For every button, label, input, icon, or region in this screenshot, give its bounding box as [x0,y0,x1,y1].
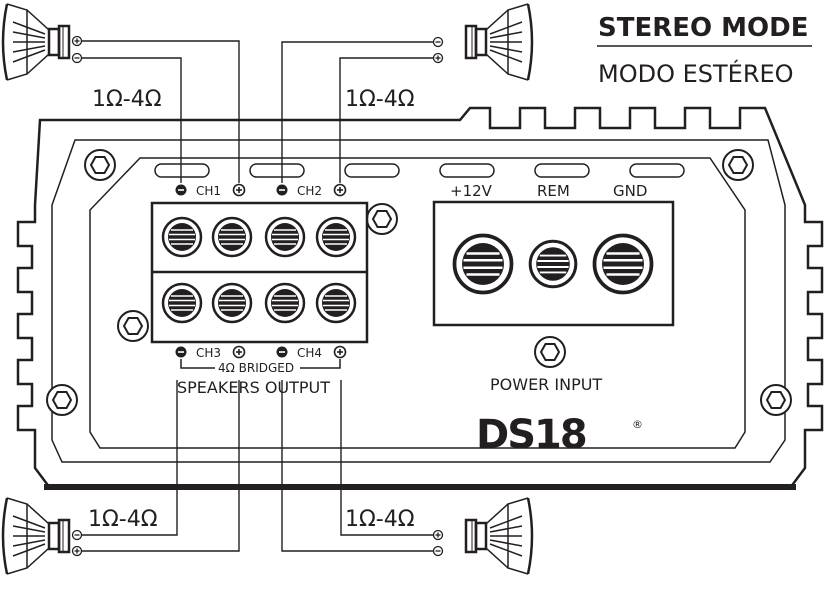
minus-terminal-icon [275,345,289,359]
channel-label-ch2: CH2 [297,184,322,198]
screw-terminal-icon [211,216,253,258]
speaker-wires [82,40,433,552]
bolt-icon [117,310,149,342]
speaker-icon [1,496,71,576]
amplifier-base [44,484,796,490]
channel-label-ch1: CH1 [196,184,221,198]
screw-terminal-icon [211,282,253,324]
page-subtitle: MODO ESTÉREO [598,59,794,88]
plus-terminal-icon [333,345,347,359]
registered-mark: ® [632,418,643,431]
minus-terminal-icon [275,183,289,197]
plus-terminal-icon [71,35,83,47]
speakers-output-label: SPEAKERS OUTPUT [177,378,330,397]
minus-terminal-icon [71,529,83,541]
minus-terminal-icon [174,345,188,359]
screw-terminal-icon [264,282,306,324]
speaker-icon [464,2,534,82]
plus-terminal-icon [333,183,347,197]
speaker-icon [1,2,71,82]
bridged-bracket [180,359,341,369]
impedance-label-top-left: 1Ω-4Ω [92,87,162,112]
impedance-label-bottom-right: 1Ω-4Ω [345,507,415,532]
bolt-icon [46,384,78,416]
brand-logo-text: DS18 [476,412,586,458]
power-label-rem: REM [537,182,570,200]
power-terminals [452,233,654,295]
plus-terminal-icon [432,52,444,64]
screw-terminal-icon [161,216,203,258]
plus-terminal-icon [432,529,444,541]
amplifier-front-panel [89,157,746,449]
amplifier-body [16,106,824,490]
speaker-icon [464,496,534,576]
screw-terminal-icon [264,216,306,258]
power-label-gnd: GND [613,182,647,200]
plus-terminal-icon [71,545,83,557]
impedance-label-top-right: 1Ω-4Ω [345,87,415,112]
screw-terminal-icon [452,233,514,295]
plus-terminal-icon [232,345,246,359]
screw-terminal-icon [161,282,203,324]
minus-terminal-icon [71,52,83,64]
bolt-icon [366,203,398,235]
vent-slots [154,163,685,178]
brand-logo: DS18 ® [476,412,643,458]
page-title: STEREO MODE [598,13,808,43]
impedance-label-bottom-left: 1Ω-4Ω [88,507,158,532]
power-label-12v: +12V [450,182,493,200]
minus-terminal-icon [432,545,444,557]
bolt-icon [534,336,566,368]
screw-terminal-icon [592,233,654,295]
bolt-icon [84,149,116,181]
bolt-icon [722,149,754,181]
minus-terminal-icon [174,183,188,197]
power-terminal-block [432,200,675,327]
screw-terminal-icon [315,216,357,258]
power-input-label: POWER INPUT [490,375,602,394]
bridged-label: 4Ω BRIDGED [218,361,294,375]
screw-terminal-icon [315,282,357,324]
amplifier-inner-panel [51,139,786,463]
minus-terminal-icon [432,36,444,48]
speaker-terminals [161,216,357,324]
channel-label-ch3: CH3 [196,346,221,360]
screw-terminal-icon [528,239,578,289]
bolt-icon [760,384,792,416]
channel-label-ch4: CH4 [297,346,322,360]
plus-terminal-icon [232,183,246,197]
